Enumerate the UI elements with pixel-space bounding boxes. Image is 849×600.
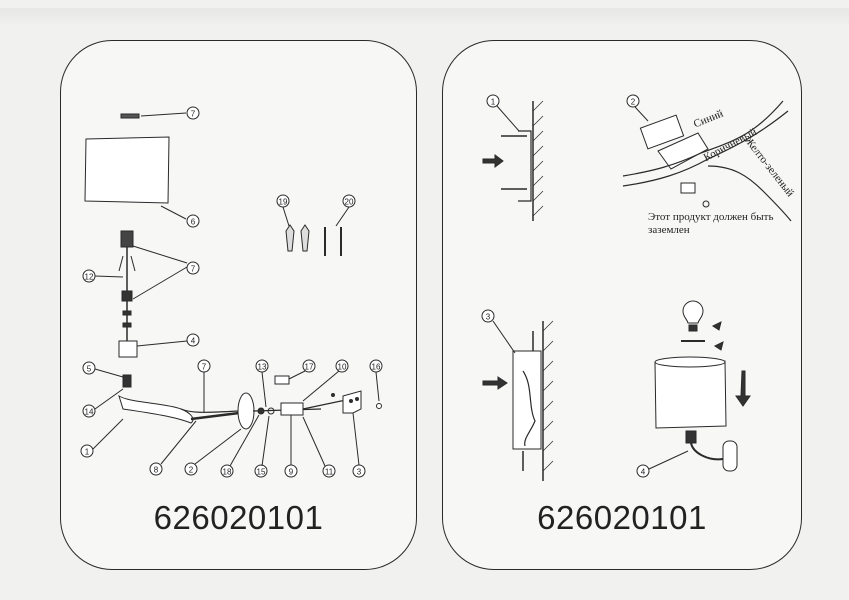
- junction-box: [639, 114, 685, 150]
- callout-10: 9: [289, 468, 294, 477]
- callout-13: 12: [85, 273, 94, 282]
- lamp-socket: [685, 430, 697, 444]
- installation-diagram: 1 2 3: [481, 94, 792, 481]
- callout-1: 1: [85, 448, 90, 457]
- callout-6: 6: [191, 218, 196, 227]
- exploded-view-panel: 7 6 19 20 7 12 4: [60, 40, 417, 570]
- lamp-shade-icon: [654, 360, 727, 429]
- down-arrow-icon: [735, 370, 751, 407]
- rotate-arrow-icon: [712, 321, 722, 331]
- wall-plate: [237, 392, 255, 430]
- callout-14: 13: [258, 363, 267, 372]
- exploded-parts-diagram: 7 6 19 20 7 12 4: [80, 106, 383, 478]
- callout-17: 16: [372, 363, 381, 372]
- socket-housing: [118, 340, 138, 358]
- callout-9: 8: [154, 466, 159, 475]
- terminal-block: [657, 132, 709, 170]
- wall-plate-icon: [722, 440, 738, 472]
- callout-7-top: 7: [191, 110, 196, 119]
- small-spacer-part: [120, 113, 140, 119]
- model-number: 626020101: [537, 499, 707, 536]
- callout-5: 5: [87, 365, 92, 374]
- step-2-callout: 2: [631, 98, 636, 107]
- callout-3: 3: [357, 468, 362, 477]
- callout-19: 18: [223, 468, 232, 477]
- callout-21: 20: [345, 198, 354, 207]
- step-4-callout: 4: [641, 468, 646, 477]
- callout-15: 14: [85, 408, 94, 417]
- model-number: 626020101: [153, 499, 324, 536]
- arrow-icon: [482, 376, 508, 390]
- callout-2: 2: [189, 466, 194, 475]
- wall-plug: [300, 224, 310, 252]
- lamp-socket: [120, 230, 134, 248]
- terminal-block: [274, 375, 290, 385]
- step-3-callout: 3: [486, 313, 491, 322]
- lamp-shade-part: [84, 136, 170, 204]
- callout-18: 17: [305, 363, 314, 372]
- step-1-callout: 1: [491, 98, 496, 107]
- wall-plug: [285, 224, 295, 252]
- callout-12: 11: [325, 468, 334, 477]
- callout-16: 15: [257, 468, 266, 477]
- light-bulb-icon: [682, 300, 704, 324]
- ground-note-line-2: заземлен: [648, 224, 690, 236]
- callout-4: 4: [191, 337, 196, 346]
- installation-steps-panel: 1 2 3: [442, 40, 802, 570]
- callout-8: 7: [202, 363, 207, 372]
- ground-note-line-1: Этот продукт должен быть: [648, 211, 774, 223]
- wall-hatch: [532, 100, 544, 217]
- curved-arm: [118, 394, 194, 424]
- callout-11: 10: [338, 363, 347, 372]
- rotate-arrow-icon: [714, 341, 724, 351]
- callout-7: 7: [191, 265, 196, 274]
- arrow-icon: [482, 154, 504, 168]
- scan-artifact-stripe: [0, 8, 849, 24]
- callout-20: 19: [279, 198, 288, 207]
- wall-plate-mounted: [512, 350, 542, 450]
